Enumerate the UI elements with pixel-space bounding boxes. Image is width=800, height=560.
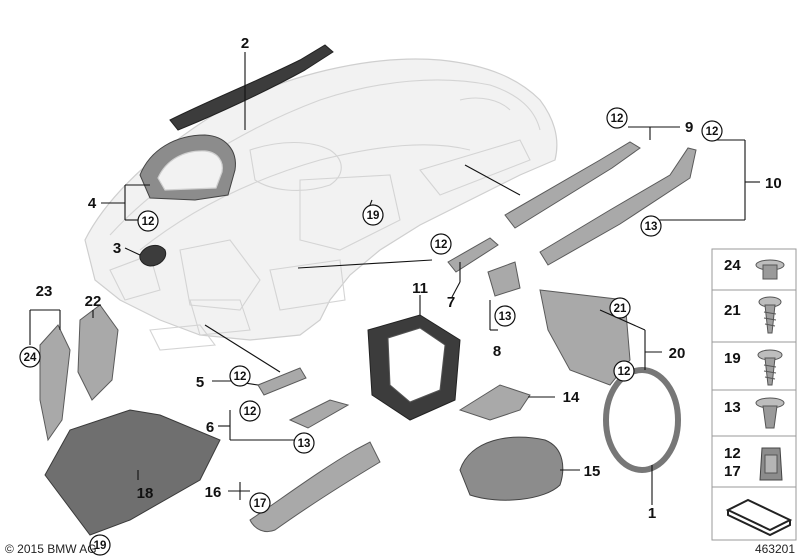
part-18-plate [44, 409, 221, 536]
fastener-label-21: 21 [724, 302, 741, 319]
fastener-24-icon [755, 259, 785, 280]
part-6-strip [288, 399, 350, 429]
callout-10: 10 [765, 175, 782, 192]
svg-text:17: 17 [254, 498, 267, 510]
svg-text:12: 12 [234, 371, 247, 383]
callout-4: 4 [88, 195, 97, 212]
part-7-trim [447, 237, 499, 273]
fastener-label-19: 19 [724, 350, 741, 367]
fastener-21-screw-icon [758, 296, 782, 334]
fastener-kit-panel: 24 21 19 13 12 17 [711, 248, 797, 541]
leader-lines [29, 52, 760, 505]
callout-15: 15 [584, 463, 601, 480]
callout-11: 11 [412, 280, 428, 297]
circled-12-f: 12 [229, 365, 251, 387]
svg-text:12: 12 [618, 366, 631, 378]
part-10-trim [539, 147, 697, 266]
circled-13-b: 13 [494, 305, 516, 327]
svg-text:12: 12 [611, 113, 624, 125]
part-5-strip [257, 367, 307, 396]
svg-text:24: 24 [24, 352, 37, 364]
kit-arrow-icon [725, 498, 793, 537]
circled-19-a: 19 [362, 204, 384, 226]
part-1-ring [603, 367, 681, 473]
circled-12-g: 12 [239, 400, 261, 422]
circled-17-a: 17 [249, 492, 271, 514]
callout-9: 9 [685, 119, 693, 136]
part-8-bracket [487, 261, 521, 297]
svg-text:13: 13 [645, 221, 658, 233]
circled-12-e: 12 [613, 360, 635, 382]
svg-text:12: 12 [244, 406, 257, 418]
callout-1: 1 [648, 505, 656, 522]
circled-12-d: 12 [430, 233, 452, 255]
svg-text:13: 13 [499, 311, 512, 323]
part-2-trim-strip [169, 44, 334, 131]
circled-12-a: 12 [137, 210, 159, 232]
circled-12-b: 12 [606, 107, 628, 129]
svg-text:13: 13 [298, 438, 311, 450]
part-23-far-left-trim [39, 324, 71, 442]
callout-8: 8 [493, 343, 501, 360]
fastener-label-13: 13 [724, 399, 741, 416]
dashboard-carrier [84, 58, 558, 351]
callout-7: 7 [447, 294, 455, 311]
fastener-label-24: 24 [724, 257, 741, 274]
svg-text:19: 19 [367, 210, 380, 222]
svg-text:21: 21 [614, 303, 627, 315]
svg-text:19: 19 [94, 540, 107, 552]
part-14-bracket [458, 384, 531, 421]
callout-20: 20 [669, 345, 686, 362]
part-22-left-panel [77, 304, 119, 401]
fastener-label-17: 17 [724, 463, 741, 480]
callout-6: 6 [206, 419, 214, 436]
circled-12-c: 12 [701, 120, 723, 142]
circled-13-a: 13 [640, 215, 662, 237]
part-16-knee-panel [249, 441, 381, 533]
svg-text:12: 12 [142, 216, 155, 228]
callout-16: 16 [205, 484, 222, 501]
svg-text:12: 12 [435, 239, 448, 251]
callout-3: 3 [113, 240, 121, 257]
circled-21-a: 21 [609, 297, 631, 319]
callout-5: 5 [196, 374, 204, 391]
part-9-trim [504, 141, 641, 229]
callout-14: 14 [563, 389, 580, 406]
part-15-shroud [459, 436, 564, 501]
callout-2: 2 [241, 35, 249, 52]
part-3-vent [139, 244, 167, 267]
circled-24-a: 24 [19, 346, 41, 368]
circled-13-c: 13 [293, 432, 315, 454]
callout-18: 18 [137, 485, 154, 502]
fastener-13-clip-icon [755, 397, 785, 429]
copyright-text: © 2015 BMW AG [5, 542, 97, 556]
svg-text:12: 12 [706, 126, 719, 138]
fastener-12-17-clip-icon [759, 447, 783, 481]
diagram-id: 463201 [755, 542, 795, 556]
callout-23: 23 [36, 283, 53, 300]
fastener-label-12: 12 [724, 445, 741, 462]
callout-22: 22 [85, 293, 102, 310]
circled-19-b: 19 [89, 534, 111, 556]
fastener-19-screw-icon [757, 349, 783, 386]
